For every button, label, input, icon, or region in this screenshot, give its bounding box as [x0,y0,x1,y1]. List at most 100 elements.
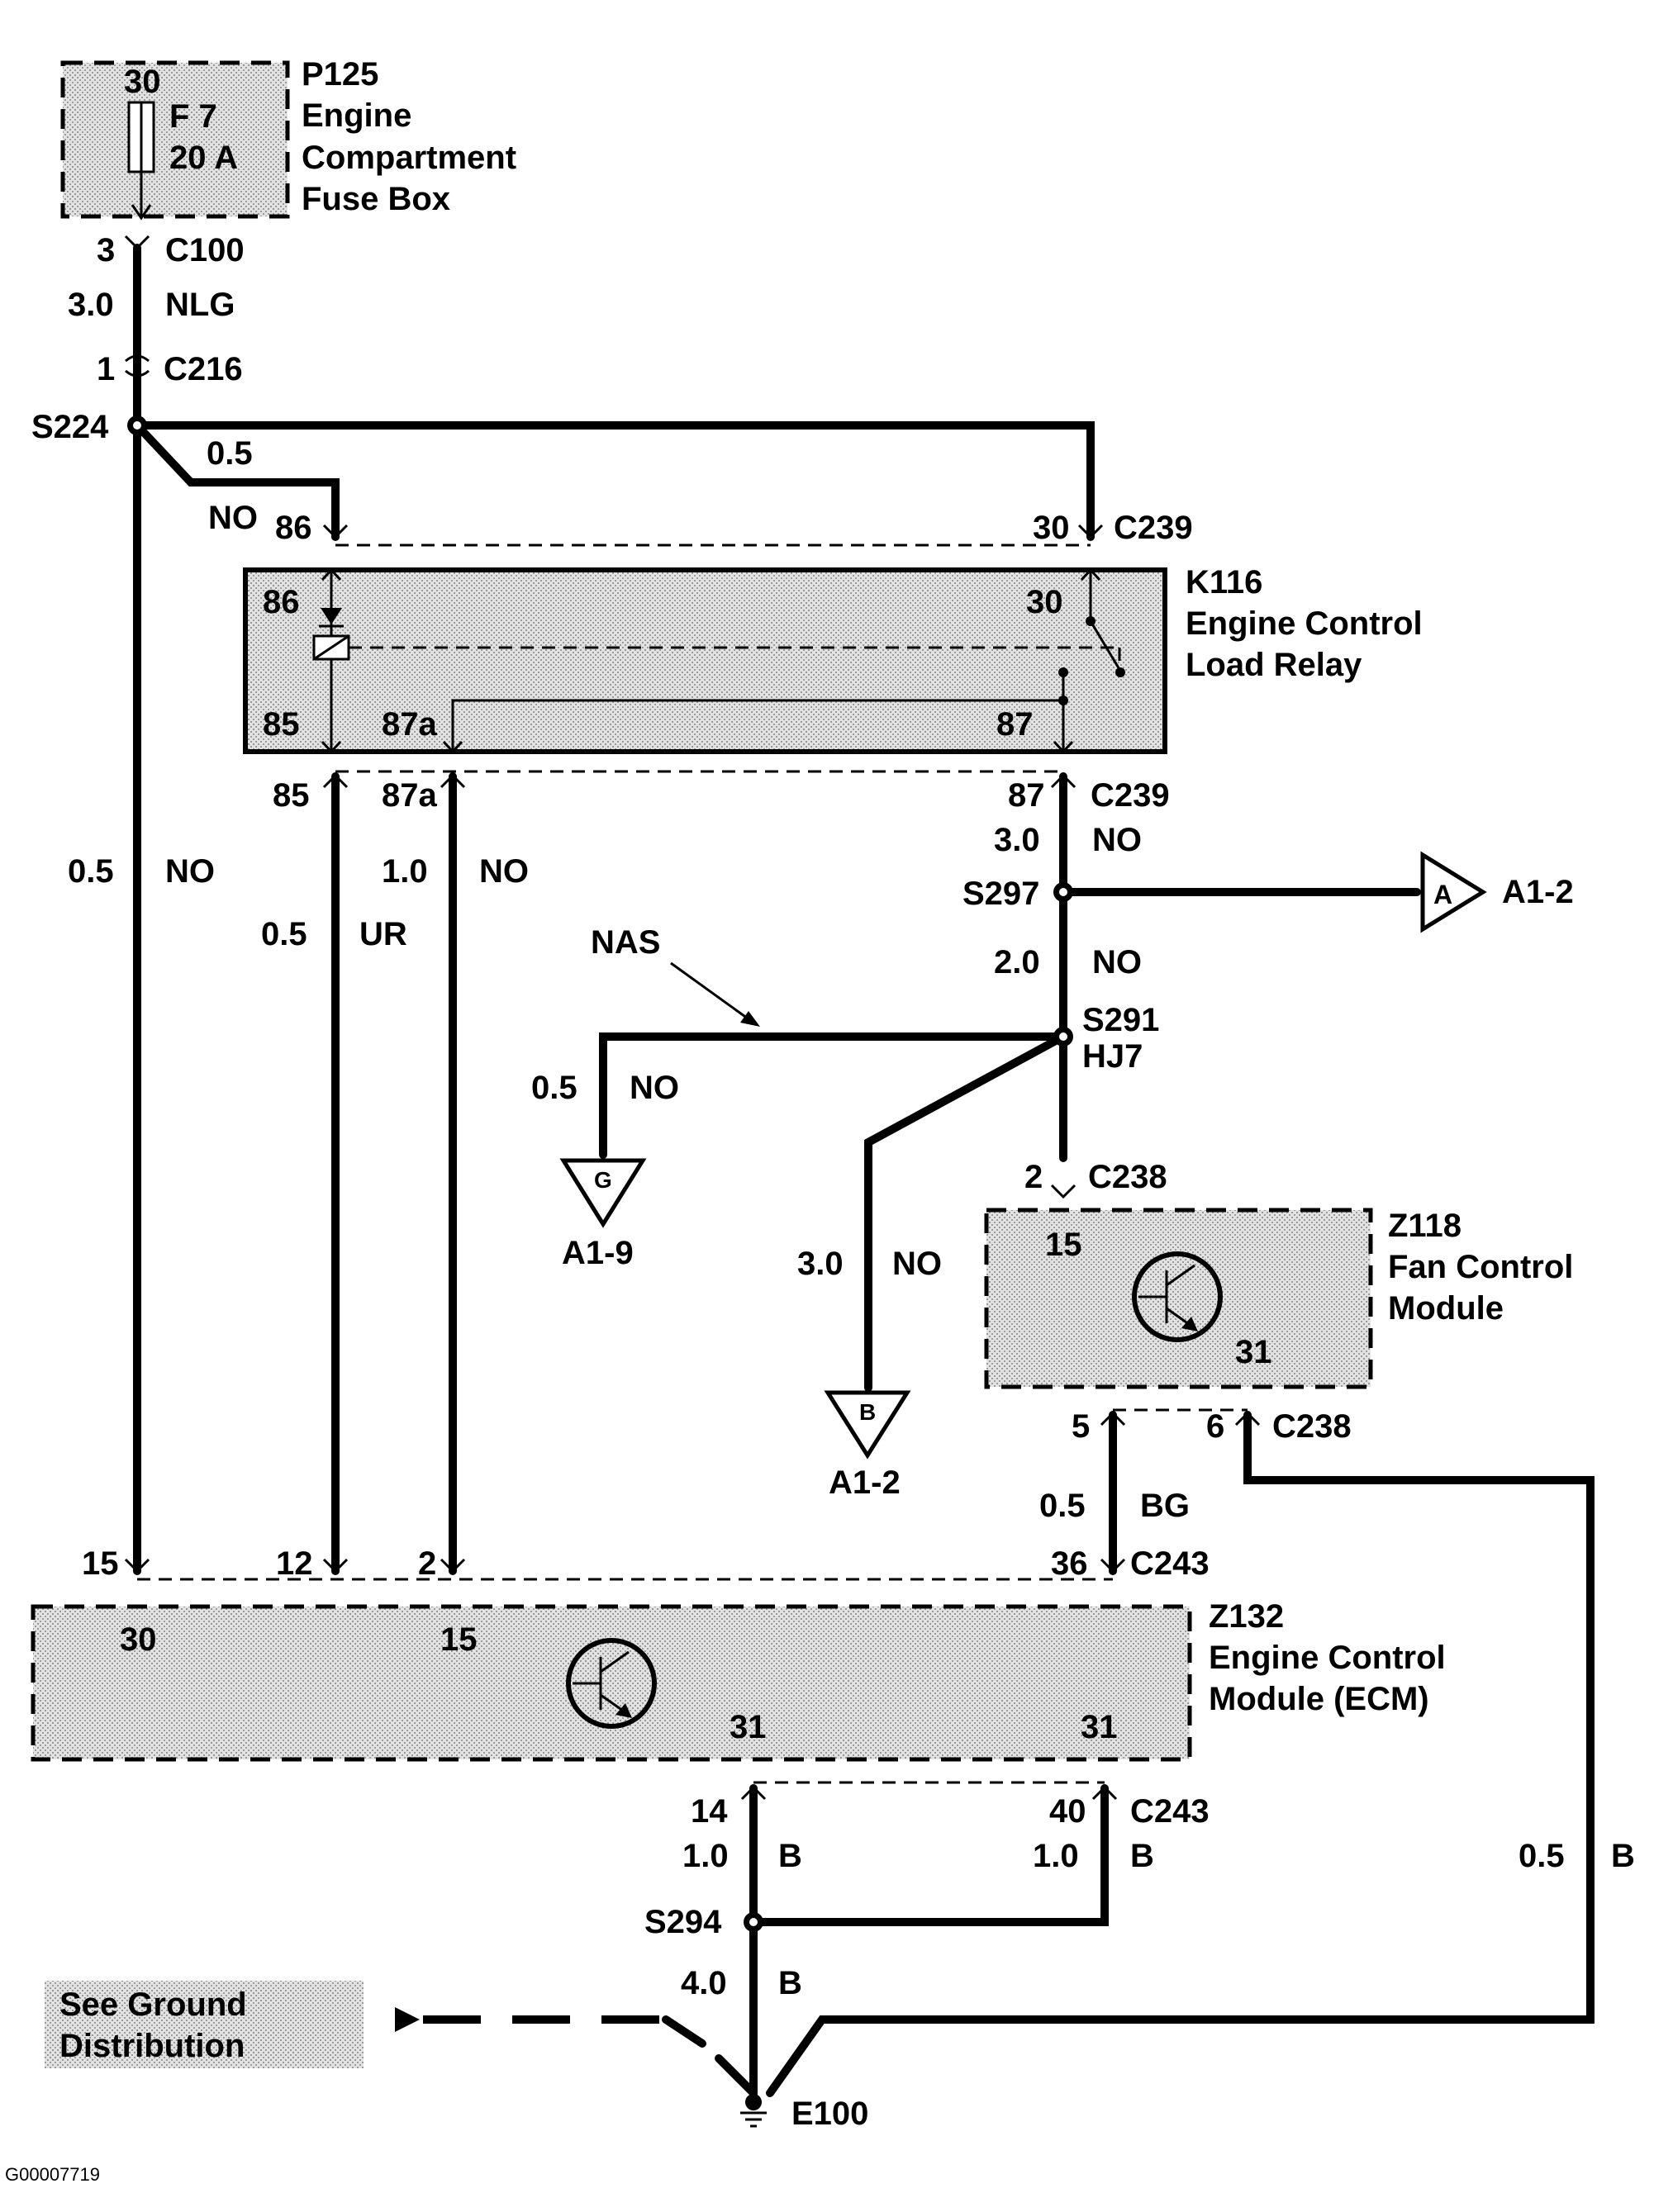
gnd40-color: B [1130,1838,1154,1874]
fan-module-box [984,1208,1373,1389]
nas-label: NAS [591,924,660,961]
splices [127,415,1073,1932]
fuse-rating: 20 A [169,140,238,176]
c238-bottom-pin-6: 6 [1206,1408,1224,1445]
relay-pin-85: 85 [263,706,300,743]
c239-bottom-pin-85: 85 [273,777,310,814]
bg-wire-gauge: 0.5 [1039,1488,1086,1524]
relay-pin-86: 86 [263,584,300,620]
c243-top-pin-36: 36 [1051,1545,1088,1582]
fan-module-pin-15: 15 [1045,1227,1082,1263]
fan-module-name-1: Fan Control [1388,1249,1573,1285]
fuse-box-ref: P125 [302,56,378,93]
flag-a-dest: A1-2 [1502,874,1574,910]
ecm-pin-30: 30 [120,1621,157,1658]
w85-gauge: 0.5 [261,916,307,952]
ecm-name-2: Module (ECM) [1209,1681,1429,1717]
ecm-z132: 30 15 31 31 Z132 Engine Control Module (… [31,1598,1446,1762]
left-wire-gauge: 0.5 [68,853,114,890]
flag-a-triangle [1420,851,1487,933]
wire-labels: 3 C100 3.0 NLG 1 C216 S224 0.5 NO 86 30 … [31,232,1635,2001]
fuse-box-pin-30: 30 [124,64,161,100]
fuse-box-name-3: Fuse Box [302,181,450,217]
ground-label: E100 [791,2096,868,2132]
fan-module-ref: Z118 [1388,1208,1461,1244]
c239-top-pin-86: 86 [275,510,312,546]
s291-sub: HJ7 [1082,1038,1143,1075]
relay-name-2: Load Relay [1186,647,1362,683]
fuse-box-name-1: Engine [302,97,411,134]
ecm-pin-31-b: 31 [1081,1709,1118,1745]
c216-pin: 1 [97,351,115,387]
fuse-label: F 7 [169,98,217,135]
fan-module-transistor-icon [1132,1251,1223,1342]
flag-b-letter: B [859,1399,876,1425]
right-wire-gauge: 0.5 [1519,1838,1565,1874]
nas-pointer: NAS [591,924,760,1027]
flag-b-triangle [824,1390,911,1460]
s291-label: S291 [1082,1002,1159,1038]
gnd-main-color: B [778,1965,802,2001]
c238-bottom-label: C238 [1272,1408,1352,1445]
ecm-pin-31-a: 31 [730,1709,767,1745]
fan-module-pin-31: 31 [1235,1334,1272,1370]
gnd14-color: B [778,1838,802,1874]
gnd14-gauge: 1.0 [682,1838,729,1874]
relay-pin-87a: 87a [382,706,437,743]
relay-pin-87: 87 [996,706,1034,743]
ground-e100: See Ground Distribution E100 [45,1981,868,2132]
c239-bottom-pin-87: 87 [1008,777,1045,814]
c238-bottom-pin-5: 5 [1072,1408,1090,1445]
c238-top-label: C238 [1088,1159,1167,1195]
ground-note-box [45,1981,364,2068]
fuse-box-outline [60,60,290,219]
w87-gauge: 3.0 [994,822,1040,858]
s224-color: NO [208,500,258,536]
c243-top-pin-15: 15 [82,1545,119,1582]
fan-module-name-2: Module [1388,1290,1504,1327]
c243-top-pin-12: 12 [276,1545,313,1582]
c216-label: C216 [164,351,243,387]
s297-gauge: 2.0 [994,944,1040,980]
gnd40-gauge: 1.0 [1033,1838,1079,1874]
s297-label: S297 [962,876,1039,912]
flag-g-dest: A1-9 [562,1235,634,1271]
c100-gauge: 3.0 [68,287,114,323]
fuse-box-name-2: Compartment [302,140,516,176]
c243-bottom-pin-40: 40 [1049,1793,1086,1830]
flag-g-triangle [559,1158,647,1228]
flag-a-letter: A [1433,880,1452,909]
relay-box [243,567,1167,754]
left-wire-color: NO [165,853,215,890]
c239-top-pin-30: 30 [1033,510,1070,546]
b-wire-color: NO [892,1246,942,1282]
flag-b-dest: A1-2 [829,1464,901,1501]
connector-forks [124,524,1261,1801]
c243-top-label: C243 [1130,1545,1210,1582]
ground-e100-node [745,2094,762,2110]
fuse-box-p125: 30 F 7 20 A P125 Engine Compartment Fuse… [60,56,516,221]
c239-bottom-label: C239 [1091,777,1170,814]
ecm-transistor-icon [566,1638,657,1729]
relay-ref: K116 [1186,564,1262,600]
g-wire-color: NO [630,1070,679,1106]
connector-dash-lines [137,544,1248,1784]
ground-note-line2: Distribution [59,2028,245,2064]
c239-bottom-pin-87a: 87a [382,777,437,814]
c100-color: NLG [165,287,235,323]
c100-label: C100 [165,232,245,268]
ecm-ref: Z132 [1209,1598,1284,1635]
w87-color: NO [1092,822,1142,858]
off-page-flags: A A1-2 G A1-9 B A1-2 [559,851,1574,1501]
gnd-main-gauge: 4.0 [681,1965,727,2001]
s224-label: S224 [31,409,109,445]
g-wire-gauge: 0.5 [531,1070,577,1106]
relay-k116: 86 30 85 87a 87 K116 Engine Control Load… [243,564,1423,754]
wire-traces [124,235,1595,2097]
c239-top-label: C239 [1114,510,1193,546]
flag-g-letter: G [594,1167,612,1193]
c243-bottom-pin-14: 14 [691,1793,728,1830]
c100-pin: 3 [97,232,115,268]
ecm-pin-15: 15 [440,1621,478,1658]
